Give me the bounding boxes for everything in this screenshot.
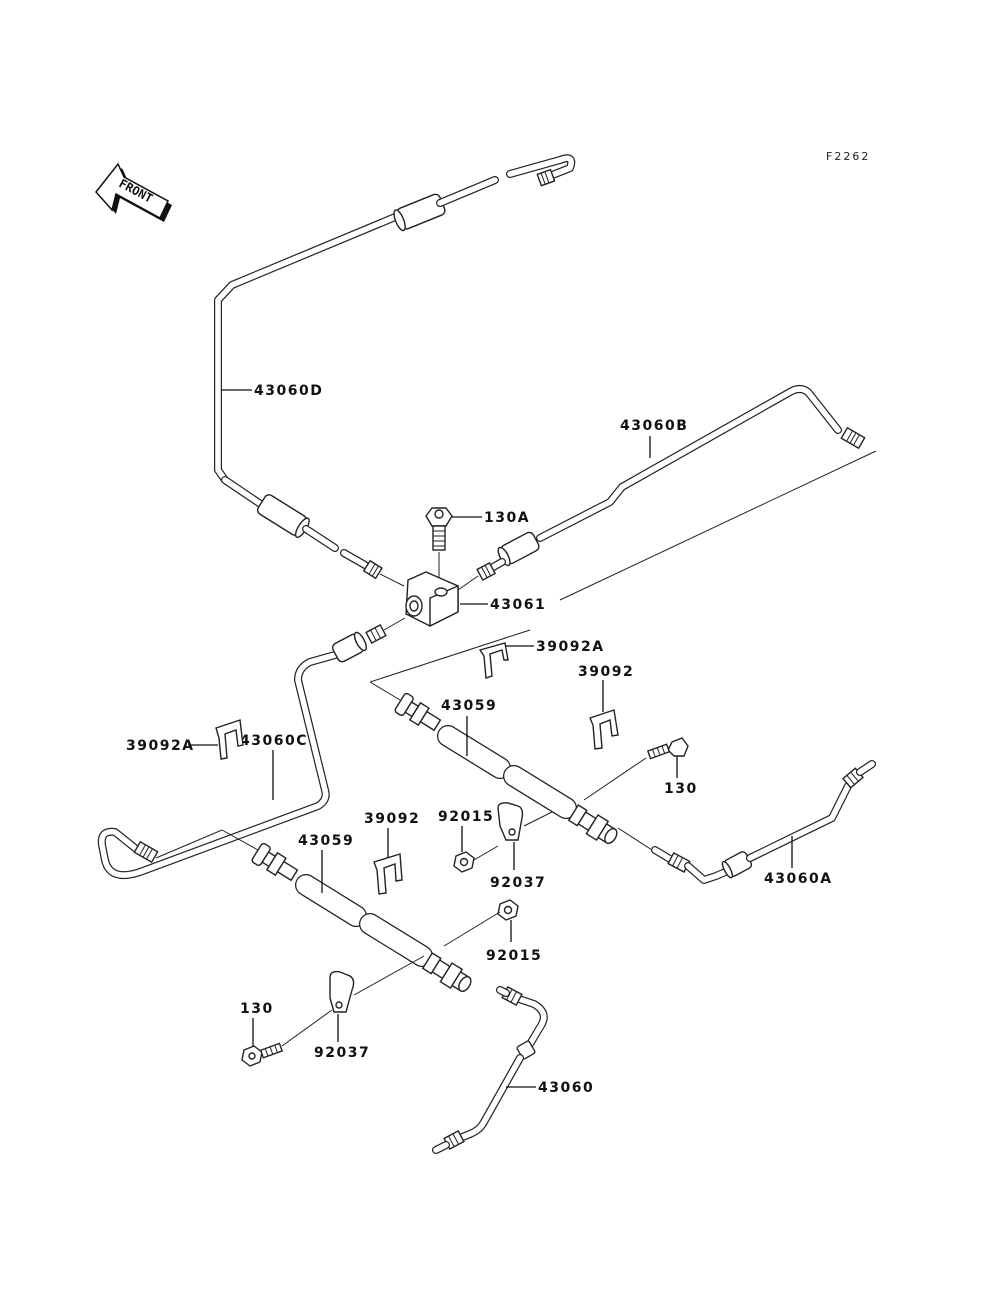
label-43060[interactable]: 43060 [538, 1080, 594, 1096]
label-130A[interactable]: 130A [484, 510, 530, 526]
label-43060D[interactable]: 43060D [254, 383, 323, 399]
part-43060A-pipe[interactable] [617, 760, 876, 884]
label-43060A[interactable]: 43060A [764, 871, 833, 887]
part-92037-lower-clamp[interactable] [329, 955, 425, 1013]
part-43059-upper-hose[interactable] [394, 692, 621, 848]
part-92015-upper-nut[interactable] [453, 845, 499, 873]
label-39092A-left[interactable]: 39092A [126, 738, 195, 754]
label-92037-upper[interactable]: 92037 [490, 875, 546, 891]
label-39092-upper[interactable]: 39092 [578, 664, 634, 680]
part-43059-lower-hose[interactable] [251, 842, 475, 996]
guide-line-upper [369, 629, 531, 683]
label-39092A-upper[interactable]: 39092A [536, 639, 605, 655]
part-43061-joint[interactable] [405, 571, 459, 628]
part-39092-lower-clip[interactable] [373, 853, 403, 895]
label-43059-upper[interactable]: 43059 [441, 698, 497, 714]
part-43060-pipe[interactable] [432, 985, 548, 1154]
label-92015-upper[interactable]: 92015 [438, 809, 494, 825]
label-92037-lower[interactable]: 92037 [314, 1045, 370, 1061]
label-130-lower[interactable]: 130 [240, 1001, 274, 1017]
part-130-upper-bolt[interactable] [583, 737, 689, 801]
part-130A-bolt[interactable] [425, 507, 453, 582]
label-43059-lower[interactable]: 43059 [298, 833, 354, 849]
part-92037-upper-clamp[interactable] [497, 802, 553, 841]
label-43060C[interactable]: 43060C [240, 733, 308, 749]
part-43060B-pipe[interactable] [457, 385, 866, 591]
leader-line-43060B-to-joint [559, 450, 877, 601]
label-39092-lower[interactable]: 39092 [364, 811, 420, 827]
part-43060C-pipe[interactable] [97, 617, 406, 879]
part-92015-lower-nut[interactable] [443, 899, 519, 947]
figure-code: F2262 [826, 150, 870, 163]
part-43060D-pipe[interactable] [214, 154, 576, 587]
part-130-lower-bolt[interactable] [241, 1009, 333, 1067]
front-arrow-icon: FRONT [95, 162, 172, 222]
leader-line-43060C-to-hose [221, 829, 259, 851]
part-39092A-upper-clip[interactable] [478, 642, 509, 679]
label-92015-lower[interactable]: 92015 [486, 948, 542, 964]
part-39092A-left-clip[interactable] [215, 719, 244, 760]
label-43061[interactable]: 43061 [490, 597, 546, 613]
label-43060B[interactable]: 43060B [620, 418, 688, 434]
part-39092-upper-clip[interactable] [589, 709, 619, 750]
label-130-upper[interactable]: 130 [664, 781, 698, 797]
